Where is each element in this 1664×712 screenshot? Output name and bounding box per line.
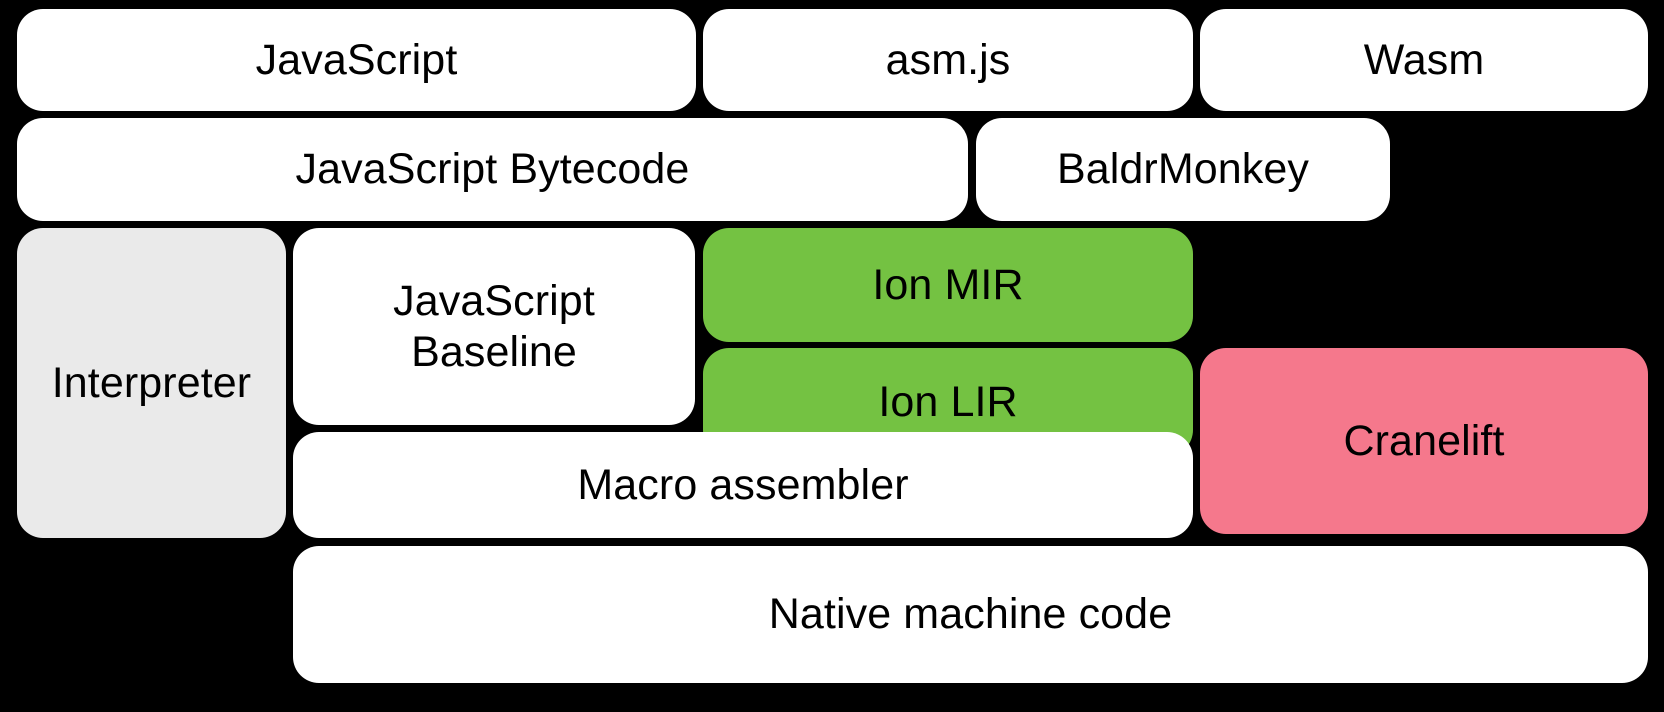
node-cranelift[interactable]: Cranelift [1200,348,1648,534]
node-javascript-baseline[interactable]: JavaScript Baseline [293,228,695,425]
node-native-machine-code[interactable]: Native machine code [293,546,1648,683]
node-javascript-bytecode[interactable]: JavaScript Bytecode [17,118,968,221]
node-javascript[interactable]: JavaScript [17,9,696,111]
node-macro-assembler[interactable]: Macro assembler [293,432,1193,538]
node-wasm[interactable]: Wasm [1200,9,1648,111]
node-interpreter[interactable]: Interpreter [17,228,286,538]
node-baldrmonkey[interactable]: BaldrMonkey [976,118,1390,221]
node-ion-mir[interactable]: Ion MIR [703,228,1193,342]
node-asmjs[interactable]: asm.js [703,9,1193,111]
